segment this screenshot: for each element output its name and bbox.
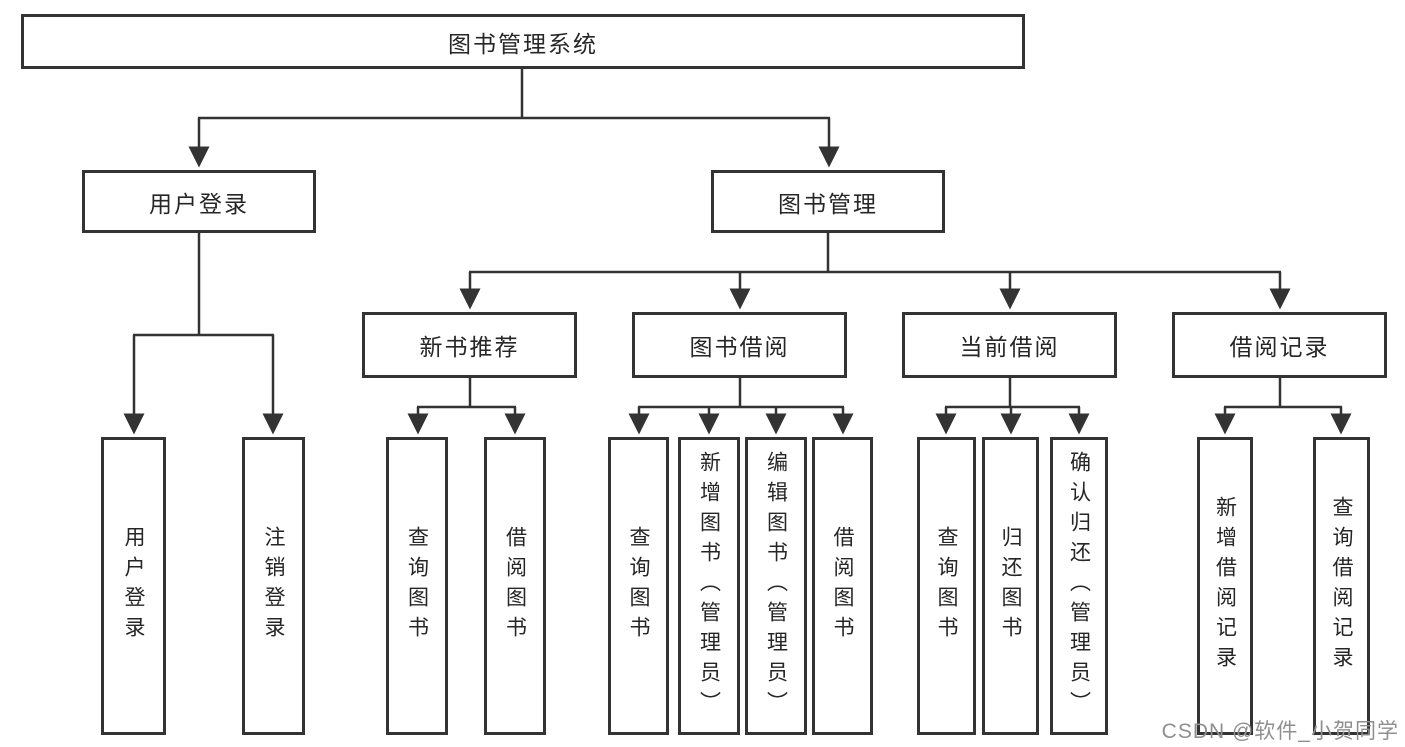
- node-book-management: 图书管理: [711, 170, 945, 233]
- leaf-borrowing-query-books: 查询图书: [608, 437, 669, 735]
- node-label: 注销登录: [262, 526, 285, 646]
- node-label: 借阅图书: [831, 526, 854, 646]
- node-label: 用户登录: [122, 526, 145, 646]
- node-label: 图书管理系统: [448, 30, 598, 57]
- leaf-logout: 注销登录: [242, 437, 305, 735]
- node-label: 归还图书: [999, 526, 1022, 646]
- leaf-user-login: 用户登录: [101, 437, 166, 735]
- leaf-current-query-books: 查询图书: [917, 437, 976, 735]
- node-label: 查询借阅记录: [1330, 496, 1353, 676]
- leaf-current-confirm-return-admin: 确认归还（管理员）: [1050, 437, 1108, 735]
- leaf-borrowing-add-books-admin: 新增图书（管理员）: [678, 437, 740, 735]
- node-book-borrowing: 图书借阅: [632, 312, 847, 378]
- leaf-records-query-record: 查询借阅记录: [1313, 437, 1370, 735]
- node-label: 编辑图书（管理员）: [764, 451, 788, 721]
- leaf-newbook-borrow-books: 借阅图书: [484, 437, 546, 735]
- node-new-book-recommend: 新书推荐: [362, 312, 577, 378]
- node-root: 图书管理系统: [21, 14, 1025, 69]
- node-label: 图书借阅: [689, 334, 790, 360]
- node-label: 当前借阅: [959, 334, 1060, 360]
- node-user-login: 用户登录: [82, 170, 316, 233]
- leaf-borrowing-edit-books-admin: 编辑图书（管理员）: [745, 437, 807, 735]
- node-borrowing-records: 借阅记录: [1172, 312, 1387, 378]
- node-label: 查询图书: [627, 526, 650, 646]
- node-label: 查询图书: [405, 526, 429, 646]
- leaf-current-return-books: 归还图书: [982, 437, 1039, 735]
- node-label: 图书管理: [778, 190, 878, 217]
- leaf-borrowing-borrow-books: 借阅图书: [812, 437, 873, 735]
- node-label: 新书推荐: [419, 334, 520, 360]
- node-current-borrowing: 当前借阅: [902, 312, 1117, 378]
- node-label: 查询图书: [935, 526, 958, 646]
- node-label: 借阅图书: [503, 526, 527, 646]
- node-label: 确认归还（管理员）: [1067, 451, 1091, 721]
- node-label: 用户登录: [149, 190, 249, 217]
- node-label: 新增借阅记录: [1213, 496, 1237, 676]
- leaf-newbook-query-books: 查询图书: [386, 437, 448, 735]
- leaf-records-add-record: 新增借阅记录: [1197, 437, 1253, 735]
- node-label: 新增图书（管理员）: [697, 451, 721, 721]
- csdn-watermark: CSDN @软件_小贺同学: [1161, 720, 1399, 743]
- node-label: 借阅记录: [1229, 334, 1330, 360]
- connector-arrow-lines: [123, 118, 1352, 435]
